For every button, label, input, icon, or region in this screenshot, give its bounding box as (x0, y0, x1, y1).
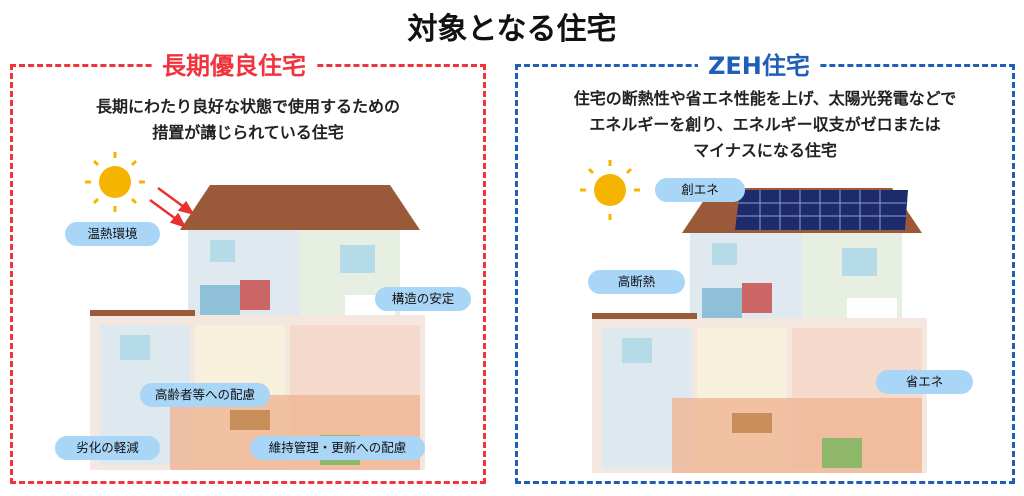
label-energy-creation: 創エネ (655, 178, 745, 202)
solar-panel-icon (735, 190, 908, 230)
description-line: 住宅の断熱性や省エネ性能を上げ、太陽光発電などで (573, 89, 957, 108)
page-title: 対象となる住宅 (407, 12, 617, 47)
label-deterioration-reduction: 劣化の軽減 (55, 436, 160, 460)
heat-arrows-icon (149, 186, 195, 229)
label-high-insulation: 高断熱 (588, 270, 685, 294)
long-life-description: 長期にわたり良好な状態で使用するための 措置が講じられている住宅 (20, 94, 476, 146)
label-energy-saving: 省エネ (876, 370, 973, 394)
zeh-description: 住宅の断熱性や省エネ性能を上げ、太陽光発電などで エネルギーを創り、エネルギー収… (520, 86, 1010, 164)
sun-icon-right (580, 160, 640, 220)
label-elderly-consideration: 高齢者等への配慮 (140, 383, 270, 407)
label-thermal-environment: 温熱環境 (65, 222, 160, 246)
zeh-house-icon (592, 188, 927, 473)
label-maintenance-consideration: 維持管理・更新への配慮 (250, 436, 425, 460)
description-line: 長期にわたり良好な状態で使用するための (95, 97, 400, 116)
label-structural-stability: 構造の安定 (375, 287, 471, 311)
description-line: エネルギーを創り、エネルギー収支がゼロまたは (589, 115, 941, 134)
long-life-heading: 長期優良住宅 (152, 46, 316, 81)
description-line: 措置が講じられている住宅 (152, 123, 344, 142)
sun-icon-left (85, 152, 145, 212)
zeh-heading: ZEH住宅 (698, 46, 820, 81)
description-line: マイナスになる住宅 (693, 141, 837, 160)
